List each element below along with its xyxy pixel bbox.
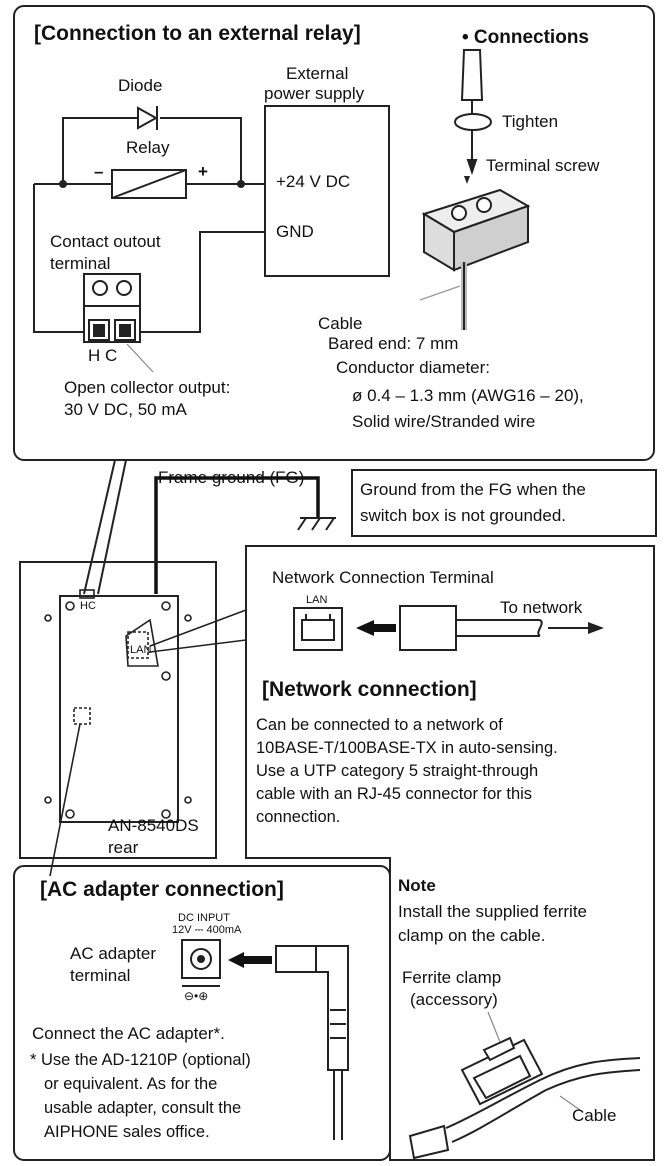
screwdriver-illustration [454,49,492,176]
conductor-diameter-label: Conductor diameter: [336,358,491,377]
ground-note-box [351,469,657,537]
to-network-label: To network [500,598,583,617]
ac-footnote-line: or equivalent. As for the [44,1075,218,1093]
ferrite-accessory-label: (accessory) [410,990,498,1009]
device-plate [19,561,217,859]
hc-label: H C [88,346,118,365]
ground-note-line2: switch box is not grounded. [360,506,567,525]
tighten-label: Tighten [502,112,559,131]
network-body-line: Use a UTP category 5 straight-through [256,762,539,780]
diode-symbol [137,106,159,130]
network-body-line: cable with an RJ-45 connector for this [256,785,533,803]
v24-label: +24 V DC [276,172,351,191]
relay-minus-label: – [94,162,104,181]
note-title: Note [398,876,436,895]
relay-plus-label: + [198,162,208,181]
network-description: Can be connected to a network of 10BASE-… [256,714,648,829]
diameter-value: ø 0.4 – 1.3 mm (AWG16 – 20), [352,386,584,405]
ferrite-clamp-illustration [408,1036,641,1160]
ac-terminal-label-line1: AC adapter [70,944,156,963]
ac-footnote-line: AIPHONE sales office. [44,1123,210,1141]
contact-output-label-line2: terminal [50,254,111,273]
note-cable-label: Cable [572,1106,617,1125]
dc-jack-illustration [181,939,349,1140]
dc-input-rating: 12V ⎓ 400mA [172,924,242,936]
lan-port-illustration [293,605,543,651]
power-supply-box [264,105,390,277]
model-label: AN-8540DS [108,816,199,835]
relay-label: Relay [126,138,170,157]
terminal-block-illustration [421,188,531,330]
cable-label: Cable [318,314,363,333]
network-section-title: [Network connection] [262,678,477,701]
note-line2: clamp on the cable. [398,926,546,945]
bared-end-label: Bared end: 7 mm [328,334,459,353]
relay-section-border [13,5,655,461]
ac-terminal-label-line2: terminal [70,966,131,985]
ac-footnote: * Use the AD-1210P (optional) or equival… [30,1048,251,1144]
ferrite-clamp-label: Ferrite clamp [402,968,502,987]
network-body-line: connection. [256,808,341,826]
ac-footnote-line: usable adapter, consult the [44,1099,242,1117]
open-collector-line2: 30 V DC, 50 mA [64,400,187,419]
note-line1: Install the supplied ferrite [398,902,587,921]
network-body-line: Can be connected to a network of [256,716,503,734]
network-section-border [245,545,655,1161]
relay-circuit-wire-loop [62,117,138,184]
terminal-screw-label: Terminal screw [486,156,600,175]
relay-section-title: [Connection to an external relay] [34,22,361,45]
contact-output-label-line1: Contact outout [50,232,161,251]
network-body-line: 10BASE-T/100BASE-TX in auto-sensing. [256,739,558,757]
ac-footnote-line: * Use the AD-1210P (optional) [30,1051,251,1069]
gnd-label: GND [276,222,314,241]
ac-section-border [13,865,391,1161]
model-rear-label: rear [108,838,139,857]
network-terminal-label: Network Connection Terminal [272,568,494,587]
open-collector-line1: Open collector output: [64,378,231,397]
to-network-arrow [588,622,604,634]
connections-title: • Connections [462,27,589,48]
power-supply-label-line1: External [286,64,349,83]
wire-type-label: Solid wire/Stranded wire [352,412,536,431]
polarity-symbol: ⊖•⊕ [184,989,209,1003]
ground-note-line1: Ground from the FG when the [360,480,586,499]
ac-insert-arrow [228,952,272,968]
device-lan-label: LAN [130,644,152,656]
dc-input-label: DC INPUT [178,912,230,924]
ac-section-title: [AC adapter connection] [40,878,284,901]
device-hc-label: HC [80,600,96,612]
lan-port-label: LAN [306,594,328,606]
power-supply-label-line2: power supply [264,84,365,103]
frame-ground-label: Frame ground (FG) [158,468,305,487]
connect-adapter-text: Connect the AC adapter*. [32,1024,225,1043]
lan-insert-arrow [356,620,396,636]
diode-label: Diode [118,76,163,95]
device-inner-frame [59,595,179,823]
